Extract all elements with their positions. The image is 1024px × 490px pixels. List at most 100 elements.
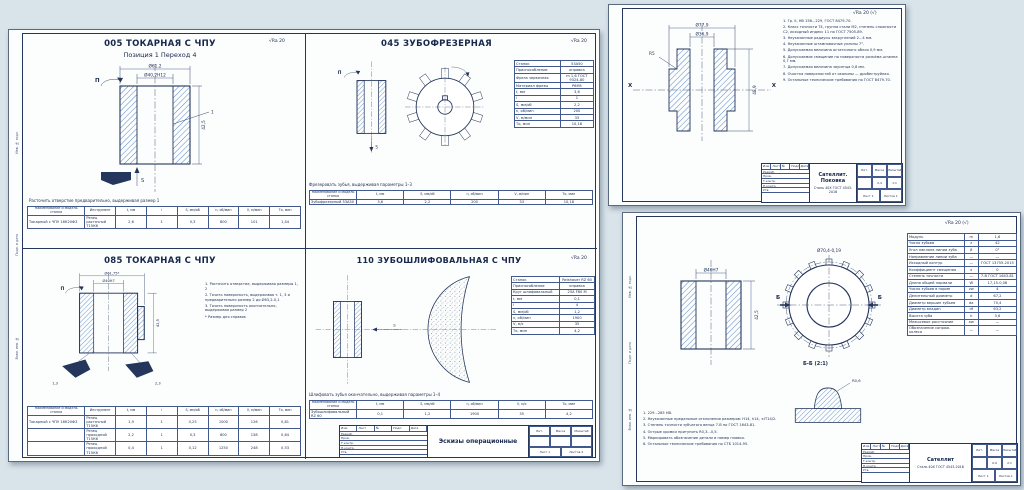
note-line: 3. Неуказанные радиусы закруглений 2...4… [783, 36, 873, 41]
feed-direction-label: S [141, 178, 144, 184]
quadrant-divider-vertical [305, 34, 306, 459]
dim-outer-diameter: Ø77,9 [696, 22, 709, 29]
stamp-lit-label: Лит. [857, 164, 872, 177]
table-header-cell: i [145, 206, 178, 216]
section-mark-label: Б [776, 295, 780, 301]
surface-number-label: 1 [211, 110, 214, 116]
table-header-cell: t, мм [115, 206, 147, 216]
dim-outer-diameter: Ø61,2 [149, 63, 162, 70]
part-roughness: √Ra 20 (√) [945, 221, 969, 226]
dim-bore-diameter: Ø40H7 [704, 267, 719, 274]
part-title: Сателлит. Поковка [818, 172, 848, 185]
stamp-lit-value [529, 436, 550, 447]
dim-radius: R5 [649, 51, 655, 57]
stamp-sheets: Листов 2 [560, 446, 592, 457]
table-header-cell: n, об/мин [450, 400, 499, 410]
dim-width: 42,5 [754, 310, 760, 320]
note-line: 7. Допускаемая величина заусенца 0,8 мм. [783, 65, 865, 70]
note-line: * Размер для справок [205, 314, 246, 319]
stamp-role-cell: Пров. [762, 174, 809, 179]
stamp-header-cell: № докум. [781, 164, 791, 169]
stamp-scale-value: 1:1 [887, 176, 902, 190]
feed-direction-label: S [375, 145, 378, 150]
table-header-cell: S, мм/об [403, 190, 452, 200]
dim-bore-diameter: Ø36,9 [696, 31, 709, 38]
note-line: 5. Допускаемая величина остаточного обло… [783, 48, 884, 53]
table-header-cell: S, мм/об [176, 206, 209, 216]
dim-bore-diameter: Ø40,2H12 [144, 72, 166, 79]
note-line: 3. Точить поверхность окончательно, выде… [205, 303, 277, 313]
op045-caption: Фрезеровать зубья, выдерживая параметры … [309, 182, 412, 187]
note-line: 4. Неуказанные штамповочные уклоны 7°. [783, 42, 865, 47]
stamp-header-cell: Лист [357, 426, 375, 431]
material-spec: Сталь 40Х ГОСТ 4543-2016 [917, 464, 964, 469]
stamp-header-cell: Подп. [392, 426, 410, 431]
table-header-cell: n, об/мин [207, 206, 240, 216]
note-line: 6. Остальные технические требования по С… [643, 441, 749, 446]
op110-sketch: S [309, 272, 504, 391]
section-mark-label: X [628, 83, 633, 89]
stamp-role-cell: Разраб. [340, 432, 427, 437]
stamp-mass-value [550, 436, 571, 447]
op085-sketch: Ø61,75* Ø40H7 42,5 П 1,3 2,3 [29, 270, 199, 405]
stamp-role-cell: Н.контр. [340, 446, 427, 451]
table-header-cell: Наименование и модель станка [26, 206, 86, 216]
stamp-role-cell: Разраб. [762, 170, 809, 175]
op005-title: 005 ТОКАРНАЯ С ЧПУ [104, 39, 216, 49]
gear-param-row: Обозначение сопряж. колеса—— [907, 325, 1018, 336]
table-header-cell: i [145, 406, 178, 416]
stamp-sheets: Листов 1 [879, 189, 902, 203]
table-header-cell: t, мм [115, 406, 147, 416]
stamp-sheet: Лист 1 [857, 189, 880, 203]
stamp-role-cell: Т.контр. [340, 441, 427, 446]
spindle-rotation-label: П [61, 286, 65, 292]
stamp-mass-value: 2,4 [872, 176, 887, 190]
stamp-role-cell: Утв. [862, 468, 909, 473]
stamp-lit-value [857, 176, 872, 190]
stamp-header-cell: Лист [872, 444, 881, 449]
quadrant-divider-horizontal [23, 248, 597, 249]
forging-sketch: X X Ø36,9 Ø77,9 48,9 R5 [627, 21, 777, 163]
stamp-role-cell: Пров. [862, 454, 909, 459]
op085-transitions-notes: 1. Расточить отверстие, выдерживая разме… [205, 282, 301, 321]
table-header-cell: t, мм [356, 190, 405, 200]
stamp-lit-value [972, 456, 987, 470]
material-spec: Сталь 40Х ГОСТ 4543-2016 [813, 185, 853, 194]
op005-caption: Расточить отверстие предварительно, выде… [29, 198, 160, 203]
note-line: 3. Степень точности зубчатого венца 7-В … [643, 423, 756, 428]
stamp-header-cell: Подп. [791, 164, 800, 169]
gear-param-row: Направление линии зуба—— [907, 252, 1018, 261]
note-line: 6. Допускаемое смещение по поверхности р… [783, 54, 898, 64]
stamp-header-cell: № докум. [881, 444, 891, 449]
note-line: 2. Неуказанные предельные отклонения раз… [643, 417, 777, 422]
gear-face-view: Ø70,4-0,19 Б Б [773, 247, 885, 363]
stamp-lit-label: Масса [550, 426, 571, 437]
note-line: 2. Класс точности Т4, группа стали М2, с… [783, 25, 897, 34]
note-line: 4. Острые кромки притупить R0,3...0,5. [643, 429, 718, 434]
note-line: 8. Очистка поверхностей от окалины — дро… [783, 71, 890, 76]
stamp-scale-value: 2:1 [1002, 456, 1017, 470]
